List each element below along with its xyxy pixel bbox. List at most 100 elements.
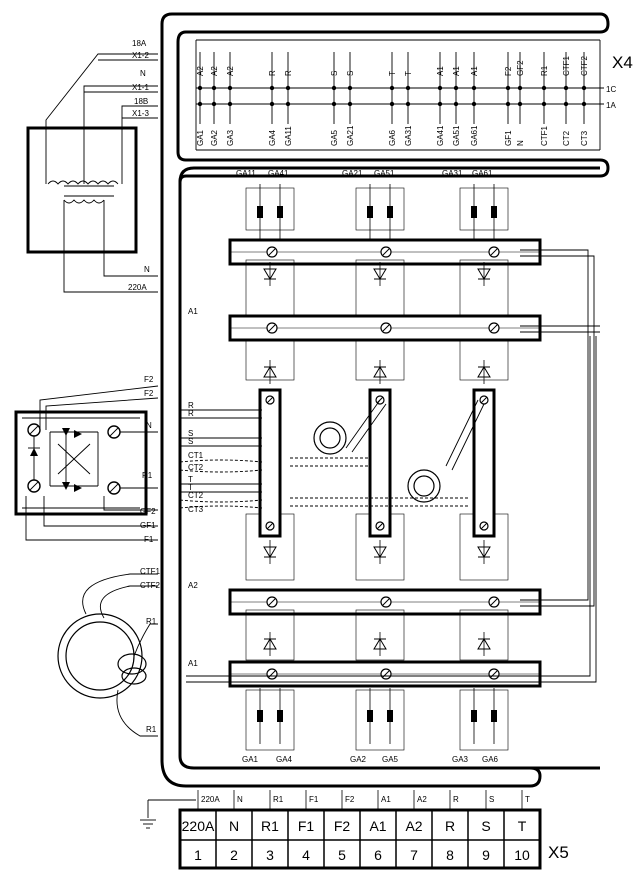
- x4-pin-1a: [269, 101, 275, 107]
- phase-busbar: [472, 388, 496, 538]
- x4-pin-1a: [285, 101, 291, 107]
- x4-pin-1c: [437, 85, 443, 91]
- gate-label-bottom: GA1: [242, 755, 259, 764]
- x4-row-1c-label: 1C: [606, 85, 616, 94]
- x5-wire-label: A2: [417, 795, 427, 804]
- left-wire-s-a: S: [188, 429, 193, 438]
- x4-bottom-label: GA2: [210, 129, 219, 146]
- ct-label-ctf1: CTF1: [140, 567, 161, 576]
- thyristor-pack-outline: [459, 187, 509, 231]
- x5-wire-label: R1: [273, 795, 284, 804]
- x4-pin-1a: [347, 101, 353, 107]
- x4-pin-1c: [227, 85, 233, 91]
- ct-label-r1-b: R1: [146, 725, 157, 734]
- x4-bottom-label: GA41: [436, 125, 445, 146]
- x4-top-label: T: [388, 71, 397, 76]
- x4-pin-1a: [389, 101, 395, 107]
- left-wire-r-a: R: [188, 401, 194, 410]
- x4-top-label: A1: [436, 66, 445, 76]
- x5-wire-label: F1: [309, 795, 319, 804]
- gate-label-bottom: GA2: [350, 755, 367, 764]
- x4-top-label: F2: [504, 66, 513, 76]
- rectifier-label-f2-b: F2: [144, 389, 154, 398]
- x4-pin-1c: [505, 85, 511, 91]
- x4-bottom-label: GA4: [268, 129, 277, 146]
- thyristor-pack-outline: [245, 259, 295, 317]
- gate-label-top: GA21: [342, 169, 363, 178]
- x4-bottom-label: GA3: [226, 129, 235, 146]
- x5-terminal-number: 1: [194, 847, 202, 863]
- x5-wire-label: S: [489, 795, 494, 804]
- x5-wire-label: F2: [345, 795, 355, 804]
- x4-pin-1a: [197, 101, 203, 107]
- x4-pin-1c: [197, 85, 203, 91]
- rectifier-label-n: N: [146, 421, 152, 430]
- left-wire-ct2-b: CT2: [188, 491, 204, 500]
- x4-pin-1a: [541, 101, 547, 107]
- x4-pin-1c: [211, 85, 217, 91]
- x4-pin-1a: [437, 101, 443, 107]
- x4-top-label: CTF2: [580, 55, 589, 76]
- transformer-label-n-out: N: [144, 265, 150, 274]
- bus-label-a2: A2: [188, 581, 198, 590]
- x5-terminal-number: 6: [374, 847, 382, 863]
- gate-label-top: GA61: [472, 169, 493, 178]
- thyristor-pack-outline: [459, 259, 509, 317]
- x4-top-label: A1: [470, 66, 479, 76]
- x5-wire-label: 220A: [201, 795, 220, 804]
- left-wire-ct3: CT3: [188, 505, 204, 514]
- left-wire-t-a: T: [188, 475, 193, 484]
- phase-busbar: [368, 388, 392, 538]
- x5-terminal-number: 7: [410, 847, 418, 863]
- x4-pin-1c: [269, 85, 275, 91]
- x4-bottom-label: CT2: [562, 130, 571, 146]
- x5-title: X5: [548, 843, 569, 862]
- x4-pin-1c: [581, 85, 587, 91]
- ct-label-r1-a: R1: [146, 617, 157, 626]
- x5-terminal-name: F1: [298, 818, 315, 834]
- thyristor-pack-outline: [245, 187, 295, 231]
- ct-label-ctf2: CTF2: [140, 581, 161, 590]
- rectifier-label-r1: R1: [142, 471, 153, 480]
- x4-pin-1a: [517, 101, 523, 107]
- x5-terminal-name: F2: [334, 818, 351, 834]
- x5-terminal-block: X5 220A220A1NN2R1R13F1F14F2F25A1A16A2A27…: [140, 790, 569, 870]
- left-wire-ct1: CT1: [188, 451, 204, 460]
- x4-pin-1a: [211, 101, 217, 107]
- gate-label-top: GA31: [442, 169, 463, 178]
- x4-pin-1c: [347, 85, 353, 91]
- thyristor-pack-outline: [355, 689, 405, 751]
- transformer-label-x1-2: X1-2: [132, 51, 149, 60]
- x4-top-label: CTF1: [562, 55, 571, 76]
- x5-terminal-name: R1: [261, 818, 279, 834]
- x5-terminal-name: A1: [369, 818, 386, 834]
- x4-top-label: T: [404, 71, 413, 76]
- x5-wire-label: N: [237, 795, 243, 804]
- x4-pin-1c: [405, 85, 411, 91]
- x4-top-label: R: [284, 70, 293, 76]
- x4-bottom-label: GA11: [284, 126, 293, 146]
- x4-bottom-label: N: [516, 140, 525, 146]
- phase-busbar: [258, 388, 282, 538]
- transformer-label-18b: 18B: [134, 97, 148, 106]
- x5-terminal-number: 9: [482, 847, 490, 863]
- x4-bottom-label: GF1: [504, 130, 513, 146]
- x5-terminal-number: 4: [302, 847, 310, 863]
- x4-top-label: A2: [196, 66, 205, 76]
- x5-terminal-number: 8: [446, 847, 454, 863]
- x4-bottom-label: GA6: [388, 129, 397, 146]
- rectifier-label-gf2: GF2: [140, 507, 156, 516]
- x4-top-label: A2: [210, 66, 219, 76]
- rectifier-bridge: F2 F2 N R1 GF2 GF1 F1: [14, 375, 159, 544]
- x5-terminal-name: N: [229, 818, 239, 834]
- thyristor-pack-outline: [459, 609, 509, 661]
- thyristor-pack-outline: [245, 689, 295, 751]
- x4-pin-1a: [405, 101, 411, 107]
- x4-pin-1a: [453, 101, 459, 107]
- x5-terminal-number: 5: [338, 847, 346, 863]
- x4-bottom-label: CT3: [580, 130, 589, 146]
- x4-pin-1a: [505, 101, 511, 107]
- rectifier-label-f1: F1: [144, 535, 154, 544]
